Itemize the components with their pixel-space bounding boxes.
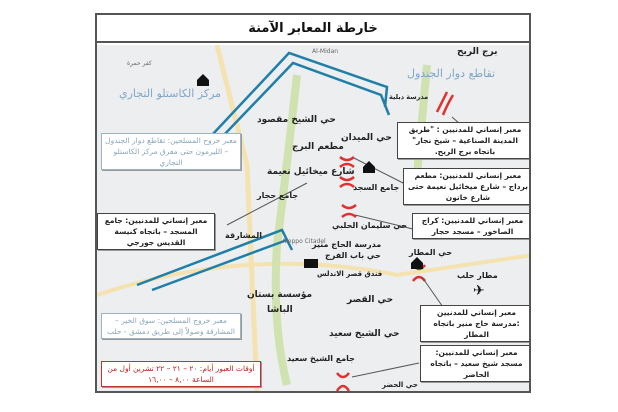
label-burj-restaurant: مطعم البرج xyxy=(292,142,344,152)
label-al-midan-en: Al-Midan xyxy=(312,48,339,55)
label-castello: مركز الكاستلو التجاري xyxy=(119,87,222,100)
label-sheikh-saeed: حي الشيخ سعيد xyxy=(329,329,400,339)
map-graphics: ✈ xyxy=(97,45,529,391)
house-icon xyxy=(197,74,209,86)
house-icon xyxy=(363,161,375,173)
crossing-marker xyxy=(339,176,355,188)
label-burj-rih: برج الريح xyxy=(457,47,498,57)
label-bustan-2: الباشا xyxy=(267,305,293,315)
road xyxy=(214,45,260,391)
label-mikhail: شارع ميخائيل نعيمة xyxy=(267,167,355,177)
label-suleiman: حي سليمان الحلبي xyxy=(332,221,408,230)
map-title: خارطة المعابر الآمنة xyxy=(97,15,529,43)
callout-crossing-1: معبر إنساني للمدنيين : "طريق المدينة الص… xyxy=(397,122,529,159)
label-kafr-hamra: كفر حمرة xyxy=(127,60,152,67)
label-citadel: Aleppo Citadel xyxy=(282,238,326,245)
label-sheikh-maqsoud: حي الشيخ مقصود xyxy=(257,115,336,125)
label-sheikh-saeed-mosque: جامع الشيخ سعيد xyxy=(287,354,355,363)
label-matar: حي المطار xyxy=(409,248,453,257)
hotel-icon xyxy=(304,259,318,268)
callout-exit-2: معبر خروج المسلحين: سوق الخير – المشارقة… xyxy=(101,313,241,339)
callout-crossing-4: معبر إنساني للمدنيين :مدرسة حاج منير بات… xyxy=(420,305,529,342)
label-hotel: فندق قصر الاندلس xyxy=(317,270,383,278)
label-mashariqa: المشارقة xyxy=(225,231,262,240)
label-airport: مطار حلب xyxy=(457,271,498,280)
crossing-marker xyxy=(339,156,355,168)
callout-crossing-5: معبر إنساني للمدنيين: مسجد شيخ سعيد – با… xyxy=(420,345,529,382)
label-sajid-mosque: جامع السجد xyxy=(353,183,400,192)
label-bab-faraj: حي باب الفرج xyxy=(325,251,381,260)
callout-crossing-2: معبر إنساني للمدنيين: مطعم برداج – شارع … xyxy=(403,168,529,205)
label-hader: حي الحضر xyxy=(382,381,418,389)
crossing-marker xyxy=(341,204,357,218)
exit-route-south xyxy=(136,228,294,292)
road xyxy=(97,253,529,297)
crossing-marker xyxy=(435,91,455,116)
label-bustan-1: مؤسسة بستان xyxy=(247,290,313,300)
exit-route-north xyxy=(211,51,391,138)
crossing-marker xyxy=(335,372,351,391)
house-icon xyxy=(411,257,423,269)
label-hajjar-mosque: جامع حجار xyxy=(257,191,299,200)
crossing-times-box: أوقات العبور أيام: ٢٠ – ٢١ – ٢٢ تشرين أو… xyxy=(101,361,261,387)
callout-crossing-3: معبر إنساني للمدنيين: كراج الصاخور – مسج… xyxy=(412,213,529,239)
label-qasr: حي القصر xyxy=(347,295,394,305)
label-school: مدرسة دبلية xyxy=(389,93,429,101)
label-midan: حي الميدان xyxy=(341,133,392,143)
map-frame: خارطة المعابر الآمنة ✈ برج الريح تقاطع د… xyxy=(95,13,531,393)
label-jandoul: تقاطع دوار الجندول xyxy=(407,67,496,80)
callout-crossing-6: معبر إنساني للمدنيين: جامع المسجد – باتج… xyxy=(97,213,215,250)
callout-exit-1: معبر خروج المسلحين: تقاطع دوار الجندول –… xyxy=(101,133,241,170)
airplane-icon: ✈ xyxy=(473,283,485,299)
label-haj-mounir: مدرسة الحاج منير xyxy=(312,240,382,249)
map-area: ✈ برج الريح تقاطع دوار الجندول مدرسة دبل… xyxy=(97,45,529,391)
